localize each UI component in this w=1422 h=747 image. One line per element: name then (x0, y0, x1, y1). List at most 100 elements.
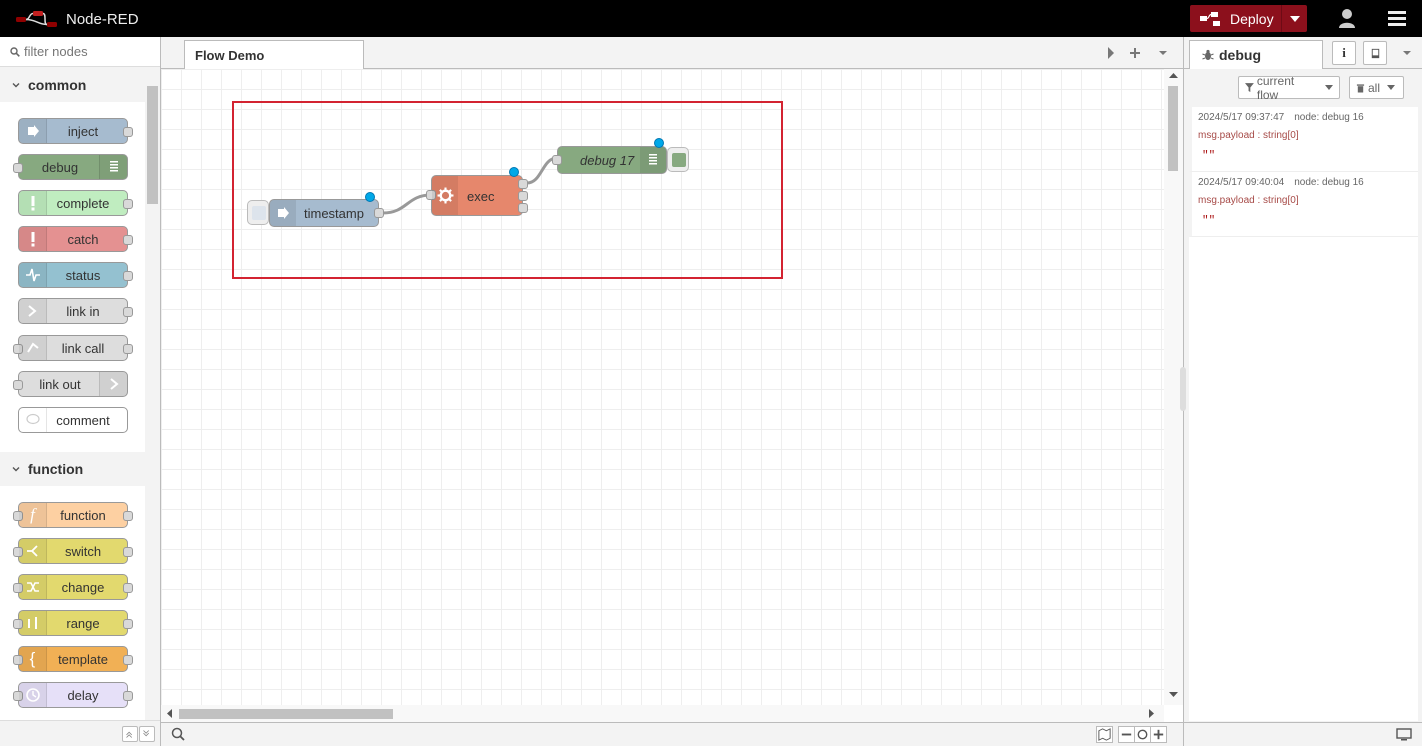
logo: Node-RED (16, 9, 139, 29)
hamburger-menu-icon[interactable] (1384, 8, 1410, 30)
zoom-in-icon[interactable] (1150, 726, 1167, 743)
sidebar: debug i current flow all 2024/5/17 09:37… (1180, 37, 1422, 746)
help-book-icon[interactable] (1363, 41, 1387, 65)
scrollbar-thumb[interactable] (179, 709, 393, 719)
scroll-tabs-right-icon[interactable] (1099, 41, 1123, 65)
deploy-menu-chevron-icon[interactable] (1281, 5, 1307, 32)
navigator-map-icon[interactable] (1096, 726, 1113, 743)
scroll-down-icon[interactable] (1169, 692, 1178, 698)
filter-label: current flow (1256, 73, 1295, 102)
scroll-up-icon[interactable] (1169, 73, 1178, 79)
changed-indicator (509, 167, 519, 177)
category-common-header[interactable]: common (0, 68, 145, 102)
palette-node-status[interactable]: status (18, 262, 133, 288)
message-value[interactable]: "" (1202, 150, 1216, 162)
palette-scrollbar[interactable] (145, 68, 160, 720)
output-port-stdout[interactable] (518, 179, 528, 189)
flow-node-exec[interactable]: exec (426, 175, 528, 216)
inject-trigger-button[interactable] (247, 200, 269, 225)
input-port (13, 163, 23, 173)
input-port (13, 619, 23, 629)
node-label: link in (66, 304, 100, 319)
palette-node-change[interactable]: change (13, 574, 133, 600)
tab-debug[interactable]: debug (1189, 40, 1323, 69)
add-flow-icon[interactable] (1123, 41, 1147, 65)
palette-node-complete[interactable]: complete (18, 190, 133, 216)
palette-node-switch[interactable]: switch (13, 538, 133, 564)
sidebar-footer (1184, 722, 1422, 746)
palette-node-function[interactable]: f function (13, 502, 133, 528)
category-function-header[interactable]: function (0, 452, 145, 486)
palette-node-list[interactable]: common inject debug complete (0, 68, 145, 720)
palette-node-range[interactable]: range (13, 610, 133, 636)
zoom-reset-icon[interactable] (1134, 726, 1151, 743)
palette-node-catch[interactable]: catch (18, 226, 133, 252)
info-icon[interactable]: i (1332, 41, 1356, 65)
input-port[interactable] (552, 155, 562, 165)
debug-toggle-button[interactable] (667, 147, 689, 172)
scrollbar-thumb[interactable] (1168, 86, 1178, 171)
message-value[interactable]: "" (1202, 215, 1216, 227)
palette-node-comment[interactable]: comment (18, 407, 128, 433)
input-port (13, 547, 23, 557)
workspace: Flow Demo timestamp (161, 37, 1183, 746)
flow-node-timestamp[interactable]: timestamp (269, 199, 384, 227)
node-label: timestamp (304, 206, 364, 221)
input-port[interactable] (426, 190, 436, 200)
canvas-horizontal-scrollbar[interactable] (161, 705, 1164, 722)
output-port-stderr[interactable] (518, 191, 528, 201)
scrollbar-thumb[interactable] (147, 86, 158, 204)
changed-indicator (365, 192, 375, 202)
node-label: exec (467, 189, 495, 204)
deploy-label: Deploy (1230, 10, 1274, 27)
output-port-rc[interactable] (518, 203, 528, 213)
palette-node-link-in[interactable]: link in (18, 298, 133, 324)
message-node[interactable]: node: debug 16 (1294, 177, 1364, 188)
filter-nodes-input[interactable] (24, 44, 154, 59)
palette-node-delay[interactable]: delay (13, 682, 133, 708)
monitor-icon[interactable] (1395, 726, 1413, 744)
function-icon: f (19, 503, 47, 527)
scroll-left-icon[interactable] (167, 709, 173, 718)
flow-canvas[interactable]: timestamp exec debug 17 (161, 69, 1164, 705)
output-port (123, 271, 133, 281)
zoom-out-icon[interactable] (1118, 726, 1135, 743)
collapse-all-icon[interactable] (122, 726, 138, 742)
flow-list-chevron-icon[interactable] (1151, 41, 1175, 65)
sidebar-menu-chevron-icon[interactable] (1397, 41, 1417, 65)
search-flows-icon[interactable] (170, 726, 187, 743)
scroll-right-icon[interactable] (1149, 709, 1155, 718)
bug-icon (1202, 49, 1214, 60)
node-label: debug (41, 160, 79, 175)
node-red-logo-icon (16, 11, 57, 27)
palette-node-debug[interactable]: debug (13, 154, 128, 180)
tab-flow-demo[interactable]: Flow Demo (184, 40, 364, 69)
caret-down-icon (1387, 85, 1396, 90)
input-port (13, 691, 23, 701)
sidebar-resize-handle[interactable] (1180, 367, 1186, 411)
expand-all-icon[interactable] (139, 726, 155, 742)
trash-icon (1356, 83, 1365, 92)
category-function: f function switch change range (0, 486, 145, 720)
debug-toolbar: current flow all (1184, 69, 1422, 105)
palette-node-inject[interactable]: inject (18, 118, 133, 144)
flow-node-debug-17[interactable]: debug 17 (552, 146, 667, 174)
user-icon[interactable] (1334, 6, 1360, 32)
palette-node-template[interactable]: { template (13, 646, 133, 672)
palette-search[interactable] (0, 37, 160, 67)
comment-icon (19, 408, 47, 432)
node-label: status (65, 268, 101, 283)
message-node[interactable]: node: debug 16 (1294, 112, 1364, 123)
deploy-button[interactable]: Deploy (1190, 5, 1307, 32)
switch-icon (19, 539, 47, 563)
output-port[interactable] (374, 208, 384, 218)
palette-node-link-out[interactable]: link out (13, 371, 128, 397)
canvas-vertical-scrollbar[interactable] (1164, 69, 1183, 705)
clear-dropdown[interactable]: all (1349, 76, 1404, 99)
palette-node-link-call[interactable]: link call (13, 335, 133, 361)
filter-dropdown[interactable]: current flow (1238, 73, 1340, 102)
sidebar-tabs: debug i (1184, 37, 1422, 69)
